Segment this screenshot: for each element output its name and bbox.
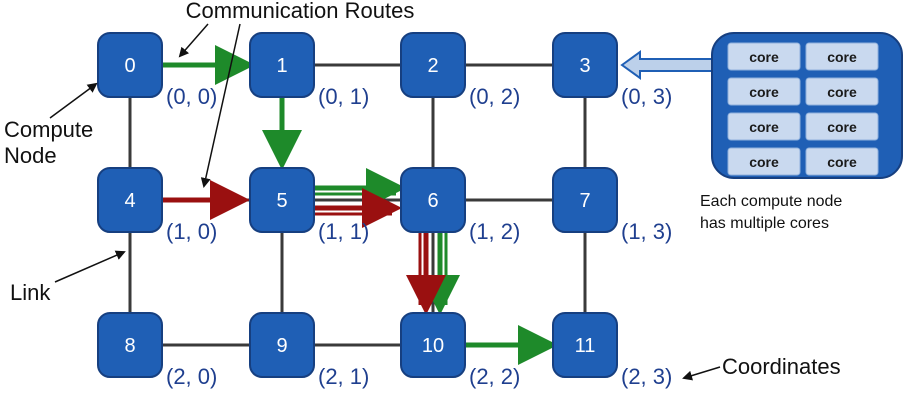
coordinates-pointer <box>682 366 721 381</box>
node-label: 1 <box>276 55 287 77</box>
node-label: 7 <box>579 190 590 212</box>
node-11: 11 <box>552 312 618 378</box>
node-label: 2 <box>427 55 438 77</box>
core-panel: core core core core core core core core <box>711 32 903 179</box>
core-label: core <box>749 154 779 170</box>
node-label: 0 <box>124 55 135 77</box>
core-label: core <box>749 84 779 100</box>
coord-label: (1, 3) <box>621 219 672 244</box>
core-cell: core <box>805 147 879 176</box>
core-label: core <box>827 84 857 100</box>
coord-label: (0, 0) <box>166 84 217 109</box>
title-pointer-2 <box>200 23 241 188</box>
core-label: core <box>827 154 857 170</box>
coord-label: (2, 0) <box>166 364 217 389</box>
node-label: 10 <box>422 335 444 357</box>
core-caption-1: Each compute node <box>700 193 842 210</box>
core-grid: core core core core core core core core <box>727 42 879 176</box>
communication-routes <box>160 45 558 365</box>
node-2: 2 <box>400 32 466 98</box>
node-label: 11 <box>575 335 596 357</box>
nodes: 0 1 2 3 4 5 6 7 8 9 10 11 <box>97 32 618 378</box>
coord-label: (0, 3) <box>621 84 672 109</box>
core-cell: core <box>727 42 801 71</box>
core-cell: core <box>805 77 879 106</box>
core-label: core <box>749 119 779 135</box>
core-label: core <box>827 119 857 135</box>
compute-node-label: Compute <box>4 117 93 142</box>
core-cell: core <box>727 112 801 141</box>
compute-node-pointer <box>49 82 98 119</box>
core-caption-2: has multiple cores <box>700 215 829 232</box>
core-label: core <box>749 49 779 65</box>
compute-node-label-2: Node <box>4 143 57 168</box>
core-cell: core <box>805 112 879 141</box>
node-10: 10 <box>400 312 466 378</box>
core-panel-arrow <box>620 50 713 80</box>
node-label: 9 <box>276 335 287 357</box>
node-label: 8 <box>124 335 135 357</box>
link-label: Link <box>10 280 51 305</box>
node-1: 1 <box>249 32 315 98</box>
coord-label: (2, 3) <box>621 364 672 389</box>
coord-label: (1, 2) <box>469 219 520 244</box>
title-pointer-1 <box>178 23 209 58</box>
coord-label: (1, 0) <box>166 219 217 244</box>
coordinates: (0, 0) (0, 1) (0, 2) (0, 3) (1, 0) (1, 1… <box>166 84 672 389</box>
node-label: 4 <box>124 190 135 212</box>
coord-label: (0, 2) <box>469 84 520 109</box>
annotations: Compute Node Link Coordinates <box>4 23 841 381</box>
core-cell: core <box>727 147 801 176</box>
node-0: 0 <box>97 32 163 98</box>
node-8: 8 <box>97 312 163 378</box>
node-label: 5 <box>276 190 287 212</box>
coordinates-label: Coordinates <box>722 354 841 379</box>
title: Communication Routes <box>186 0 415 23</box>
link-pointer <box>54 250 126 283</box>
node-5: 5 <box>249 167 315 233</box>
core-cell: core <box>805 42 879 71</box>
node-label: 3 <box>579 55 590 77</box>
coord-label: (1, 1) <box>318 219 369 244</box>
node-6: 6 <box>400 167 466 233</box>
node-3: 3 <box>552 32 618 98</box>
coord-label: (0, 1) <box>318 84 369 109</box>
node-label: 6 <box>427 190 438 212</box>
node-9: 9 <box>249 312 315 378</box>
coord-label: (2, 1) <box>318 364 369 389</box>
node-7: 7 <box>552 167 618 233</box>
core-cell: core <box>727 77 801 106</box>
coord-label: (2, 2) <box>469 364 520 389</box>
node-4: 4 <box>97 167 163 233</box>
core-label: core <box>827 49 857 65</box>
